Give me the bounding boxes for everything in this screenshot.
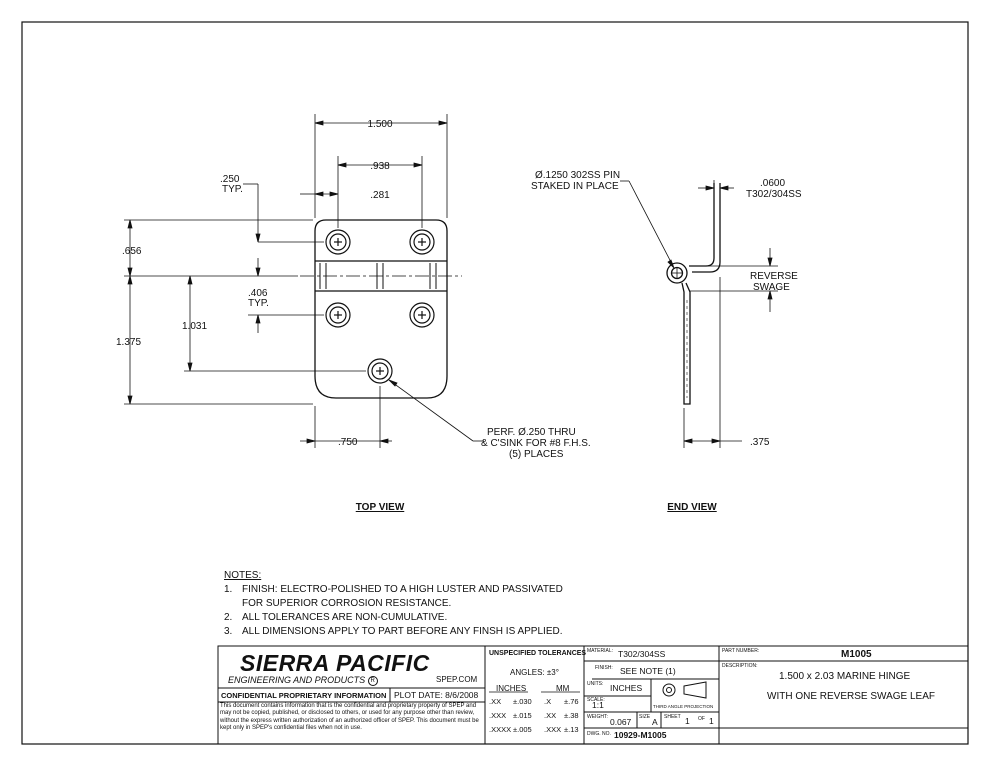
registered-icon: R [367, 675, 378, 686]
material-value: T302/304SS [618, 649, 666, 659]
company-website: SPEP.COM [436, 675, 478, 684]
mm-header: MM [556, 684, 570, 693]
tolerance-row: .XXX±.015 [489, 711, 532, 720]
drawing-number: 10929-M1005 [614, 730, 667, 740]
hole [325, 302, 351, 328]
dim-width: 1.500 [367, 119, 392, 130]
units-value: INCHES [610, 683, 643, 693]
dim-thickness: .0600 [760, 178, 785, 189]
size-value: A [652, 717, 658, 727]
dim-lower-hole: 1.031 [182, 321, 207, 332]
weight-label: WEIGHT: [587, 714, 608, 720]
top-view-dimensions [124, 114, 484, 448]
sheet-value: 1 [685, 716, 690, 726]
note-item: FOR SUPERIOR CORROSION RESISTANCE. [242, 598, 452, 609]
pin-callout-line1: Ø.1250 302SS PIN [535, 170, 620, 181]
dim-knuckle: .406 [248, 288, 268, 299]
tolerance-row: .XX±.38 [544, 711, 579, 720]
tolerance-row: .X±.76 [544, 697, 579, 706]
plot-date: PLOT DATE: 8/6/2008 [394, 690, 479, 700]
hole [409, 302, 435, 328]
of-label: OF [698, 716, 705, 722]
swage-leaf [681, 282, 691, 405]
tolerance-row: .XX±.030 [489, 697, 532, 706]
scale-label: SCALE: [587, 697, 605, 703]
end-view [666, 183, 721, 405]
part-number: M1005 [841, 649, 872, 660]
top-view [314, 219, 448, 399]
size-label: SIZE [639, 714, 651, 720]
dim-upper-height: .656 [122, 246, 142, 257]
dim-edge-typ: .250 [220, 174, 240, 185]
finish-label: FINISH: [595, 665, 613, 671]
dim-thickness-material: T302/304SS [746, 189, 802, 200]
company-logo: SIERRA PACIFIC [240, 650, 430, 676]
description-label: DESCRIPTION: [722, 663, 758, 669]
company-subtitle: ENGINEERING AND PRODUCTS R [228, 675, 378, 686]
scale-value: 1:1 [592, 700, 604, 710]
material-label: MATERIAL: [587, 648, 614, 654]
note-item: 1.FINISH: ELECTRO-POLISHED TO A HIGH LUS… [224, 584, 563, 595]
dimension-labels: 1.500 .938 .281 .250 TYP. .656 .406 TYP.… [116, 119, 802, 513]
swage-label-line2: SWAGE [753, 282, 790, 293]
hole [409, 229, 435, 255]
part-number-label: PART NUMBER: [722, 648, 760, 654]
hole-callout-line1: PERF. Ø.250 THRU [487, 427, 576, 438]
description-line1: 1.500 x 2.03 MARINE HINGE [779, 671, 911, 682]
end-view-title: END VIEW [667, 502, 717, 513]
notes-heading: NOTES: [224, 570, 262, 581]
weight-value: 0.067 [610, 717, 632, 727]
tolerance-row: .XXXX±.005 [489, 725, 532, 734]
dim-overall-lower: 1.375 [116, 337, 141, 348]
of-value: 1 [709, 716, 714, 726]
angles-tolerance: ANGLES: ±3° [510, 668, 559, 677]
end-view-dimensions [620, 180, 778, 448]
hinge-outline [314, 219, 448, 399]
note-item: 3.ALL DIMENSIONS APPLY TO PART BEFORE AN… [224, 626, 563, 637]
description-line2: WITH ONE REVERSE SWAGE LEAF [767, 691, 935, 702]
projection-label: THIRD ANGLE PROJECTION [653, 704, 714, 709]
top-view-title: TOP VIEW [356, 502, 405, 513]
hole-callout-line3: (5) PLACES [509, 449, 564, 460]
hole [325, 229, 351, 255]
pin-knuckle [666, 262, 688, 284]
tolerances-title: UNSPECIFIED TOLERANCES [489, 650, 587, 657]
inches-header: INCHES [496, 684, 527, 693]
hole-callout-line2: & C'SINK FOR #8 F.H.S. [481, 438, 591, 449]
pin-callout-line2: STAKED IN PLACE [531, 181, 619, 192]
disclaimer-text: This document contains information that … [220, 703, 479, 732]
dim-knuckle-suffix: TYP. [248, 298, 269, 309]
dim-hole-spacing: .938 [370, 161, 390, 172]
hole [367, 358, 393, 384]
tolerance-row: .XXX±.13 [544, 725, 579, 734]
dim-depth: .375 [750, 437, 770, 448]
sheet-label: SHEET [664, 714, 681, 720]
finish-value: SEE NOTE (1) [620, 666, 676, 676]
note-item: 2.ALL TOLERANCES ARE NON-CUMULATIVE. [224, 612, 448, 623]
dim-hole-offset: .281 [370, 190, 390, 201]
dim-edge-typ-suffix: TYP. [222, 184, 243, 195]
dwg-label: DWG. NO. [587, 731, 611, 737]
title-block-grid [217, 645, 969, 745]
swage-label-line1: REVERSE [750, 271, 798, 282]
dim-center-offset: .750 [338, 437, 358, 448]
units-label: UNITS: [587, 681, 604, 687]
mounting-holes [325, 229, 435, 384]
confidential-label: CONFIDENTIAL PROPRIETARY INFORMATION [221, 691, 387, 700]
